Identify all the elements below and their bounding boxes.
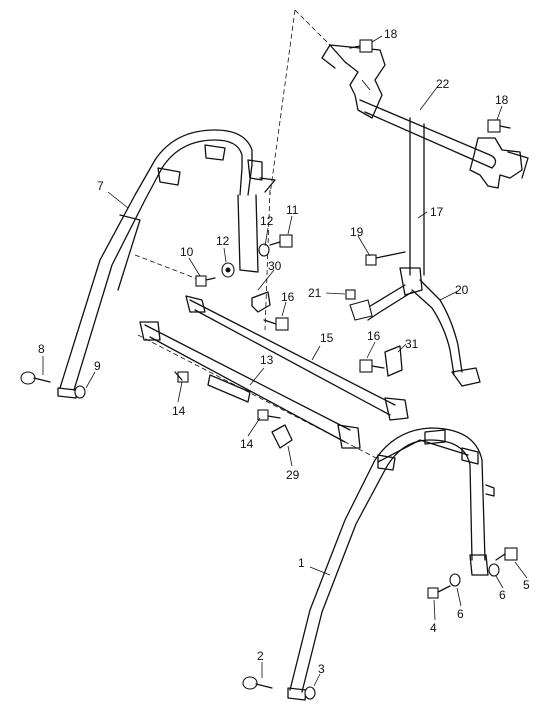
callout-22: 22 [436, 77, 450, 91]
bolt-11 [269, 234, 293, 248]
bolt-5 [495, 547, 518, 561]
upper-cross-beam [359, 99, 497, 169]
bolt-10 [195, 275, 216, 287]
cross-tube-13 [139, 321, 361, 449]
callout-18b: 18 [495, 93, 509, 107]
leader-lines [42, 35, 528, 687]
callout-12b: 12 [216, 234, 230, 248]
callout-10: 10 [180, 245, 194, 259]
bolt-2 [242, 676, 273, 690]
bolt-14-left [174, 371, 189, 383]
cross-tube-15 [185, 295, 409, 421]
bolt-8 [20, 371, 51, 385]
callout-15: 15 [320, 331, 334, 345]
bolt-16-upper [263, 317, 289, 331]
callout-30: 30 [268, 259, 282, 273]
vertical-support [409, 117, 425, 276]
callout-11: 11 [286, 203, 299, 217]
diagonal-brace [349, 267, 481, 387]
left-beam-bracket [321, 44, 386, 119]
washer-9 [74, 385, 86, 399]
callout-6b: 6 [499, 588, 506, 602]
bolt-4 [427, 585, 451, 599]
bolt-18-top [349, 39, 373, 53]
callout-6a: 6 [457, 607, 464, 621]
callout-18a: 18 [384, 27, 398, 41]
bracket-30 [251, 291, 271, 313]
callout-labels: 1 2 3 4 5 6 6 7 8 9 10 11 12 12 13 14 14… [38, 27, 530, 676]
bolt-16-lower [359, 359, 385, 373]
callout-8: 8 [38, 342, 45, 356]
washer-12-left [221, 262, 235, 278]
callout-19: 19 [350, 225, 364, 239]
washer-6-left [449, 573, 461, 587]
washer-6-right [488, 563, 500, 577]
bolt-18-right [487, 119, 511, 133]
washer-12-right [258, 243, 270, 257]
callout-12a: 12 [260, 214, 274, 228]
callout-3: 3 [318, 662, 325, 676]
bracket-31 [384, 345, 403, 377]
callout-13: 13 [260, 353, 274, 367]
bolt-21 [345, 289, 356, 300]
front-roll-bar [287, 427, 495, 701]
callout-14a: 14 [172, 404, 186, 418]
callout-20: 20 [455, 283, 469, 297]
callout-16b: 16 [367, 329, 381, 343]
callout-21: 21 [308, 286, 322, 300]
callout-17: 17 [430, 205, 444, 219]
callout-9: 9 [94, 359, 101, 373]
right-beam-bracket [469, 137, 529, 189]
callout-16a: 16 [281, 290, 295, 304]
callout-5: 5 [523, 578, 530, 592]
callout-29: 29 [286, 468, 300, 482]
washer-3 [304, 686, 316, 700]
bolt-14-right [257, 409, 281, 421]
callout-2: 2 [257, 649, 264, 663]
callout-14b: 14 [240, 437, 254, 451]
callout-31: 31 [405, 337, 419, 351]
bracket-29 [271, 424, 293, 449]
callout-7: 7 [97, 179, 104, 193]
callout-1: 1 [298, 556, 305, 570]
left-roll-bar [57, 129, 276, 399]
bolt-19 [365, 251, 406, 266]
callout-4: 4 [430, 621, 437, 635]
